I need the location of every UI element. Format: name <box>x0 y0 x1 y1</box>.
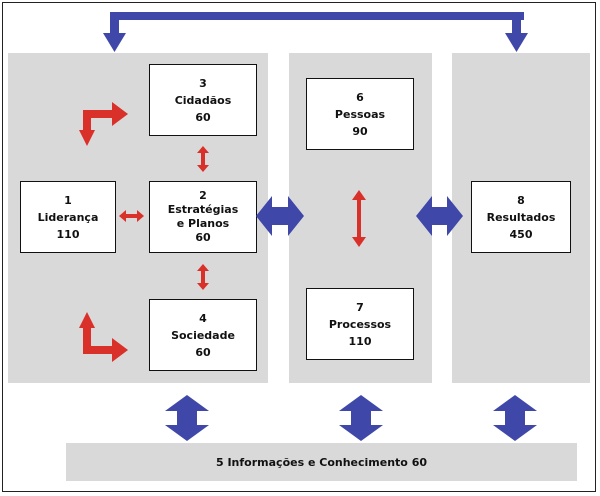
box-cidadaos-points: 60 <box>195 110 211 124</box>
box-pessoas-number: 6 <box>356 90 364 104</box>
box-cidadaos: 3 Cidadãos 60 <box>149 64 257 136</box>
box-sociedade: 4 Sociedade 60 <box>149 299 257 371</box>
box-estrategias-title-line2: e Planos <box>176 217 230 230</box>
box-sociedade-title: Sociedade <box>171 328 235 342</box>
box-cidadaos-number: 3 <box>199 76 207 90</box>
box-processos-title: Processos <box>328 317 392 331</box>
box-pessoas-points: 90 <box>352 124 368 138</box>
box-sociedade-points: 60 <box>195 345 211 359</box>
box-lideranca-title: Liderança <box>37 210 99 224</box>
box-estrategias-title-line1: Estratégias <box>167 203 239 216</box>
box-resultados-points: 450 <box>509 227 533 241</box>
box-estrategias-number: 2 <box>199 189 207 202</box>
box-resultados-number: 8 <box>517 193 525 207</box>
info-bar-label: 5 Informações e Conhecimento 60 <box>215 455 427 469</box>
info-bar: 5 Informações e Conhecimento 60 <box>66 443 577 481</box>
box-resultados: 8 Resultados 450 <box>471 181 571 253</box>
box-processos-points: 110 <box>348 334 372 348</box>
box-sociedade-number: 4 <box>199 311 207 325</box>
box-lideranca: 1 Liderança 110 <box>20 181 116 253</box>
box-cidadaos-title: Cidadãos <box>174 93 232 107</box>
box-estrategias: 2 Estratégias e Planos 60 <box>149 181 257 253</box>
box-processos-number: 7 <box>356 300 364 314</box>
box-lideranca-points: 110 <box>56 227 80 241</box>
box-resultados-title: Resultados <box>486 210 556 224</box>
box-pessoas-title: Pessoas <box>334 107 386 121</box>
box-processos: 7 Processos 110 <box>306 288 414 360</box>
box-estrategias-points: 60 <box>195 231 211 244</box>
box-pessoas: 6 Pessoas 90 <box>306 78 414 150</box>
box-lideranca-number: 1 <box>64 193 72 207</box>
